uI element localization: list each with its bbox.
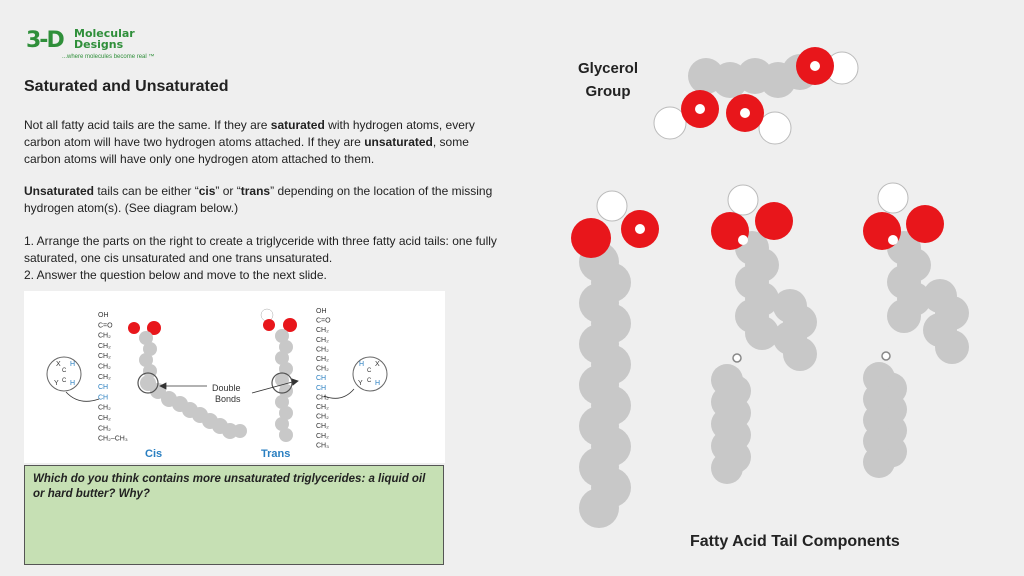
logo-name: Molecular Designs [74, 28, 135, 50]
glycerol-group-piece[interactable] [653, 47, 859, 145]
double-bonds-label-line1: Double [212, 383, 241, 393]
svg-text:C: C [62, 378, 67, 384]
carbon-atom [579, 488, 619, 528]
formula-line: C=O [316, 318, 331, 325]
carbon-atom [887, 299, 921, 333]
trans-zoom-inset: H X C C Y H [323, 356, 388, 399]
bold-trans: trans [240, 184, 271, 198]
formula-line: CH₂ [316, 346, 329, 353]
paragraph-cis-trans: Unsaturated tails can be either “cis” or… [24, 183, 504, 217]
formula-line: CH₂ [316, 356, 329, 363]
text-run: ” or “ [215, 184, 241, 198]
formula-line: CH₂ [98, 333, 111, 340]
formula-line: CH₂ [316, 404, 329, 411]
bold-unsaturated: unsaturated [364, 135, 433, 149]
logo-tagline: ...where molecules become real ™ [62, 54, 155, 60]
formula-line: CH₂ [316, 327, 329, 334]
text-run: tails can be either “ [94, 184, 199, 198]
formula-line: CH₂ [98, 405, 111, 412]
svg-text:Y: Y [358, 380, 363, 387]
paragraph-instructions: 1. Arrange the parts on the right to cre… [24, 233, 504, 284]
trans-molecule-model [260, 308, 297, 442]
cis-label: Cis [145, 448, 162, 460]
cis-zoom-inset: X H C C Y H [46, 356, 100, 402]
cis-molecule-model [128, 321, 247, 439]
glycerol-label-line2: Group [585, 83, 631, 100]
cis-trans-diagram: OHC=OCH₂CH₂CH₂CH₂CH₂CHCHCH₂CH₂CH₂CH₂–CH₃… [46, 308, 388, 460]
glycerol-group-label: Glycerol Group [568, 57, 648, 103]
unsaturated-tail-piece-1[interactable] [711, 184, 817, 371]
formula-line: CH₂ [98, 343, 111, 350]
bold-unsaturated: Unsaturated [24, 184, 95, 198]
carbon-atom [745, 316, 779, 350]
formula-line: CH₂ [316, 337, 329, 344]
double-bond-arrows [159, 378, 299, 394]
formula-line: CH [98, 394, 108, 401]
short-tail-piece-1[interactable] [711, 353, 751, 484]
trans-formula: OH C=O CH₂ CH₂ CH₂ CH₂ CH₂ CH CH CH₂ CH₂ CH₂ CH₂ CH₂ C… [316, 308, 331, 449]
formula-line: OH [98, 312, 109, 319]
slide-title: Saturated and Unsaturated [24, 78, 229, 95]
bold-saturated: saturated [270, 118, 325, 132]
paragraph-saturated: Not all fatty acid tails are the same. I… [24, 117, 504, 168]
instruction-step-2: 2. Answer the question below and move to… [24, 268, 327, 282]
company-logo: 3-D Molecular Designs ...where molecules… [26, 26, 156, 66]
logo-name-line1: Molecular [74, 27, 135, 40]
formula-line: CH₂ [98, 425, 111, 432]
formula-line: CH₂ [98, 415, 111, 422]
formula-line: C=O [98, 322, 113, 329]
fatty-acid-tail-components-label: Fatty Acid Tail Components [690, 533, 900, 550]
svg-text:C: C [62, 368, 67, 374]
formula-line: CH₂–CH₃ [98, 436, 128, 443]
question-text: Which do you think contains more unsatur… [33, 473, 426, 500]
formula-line: CH₂ [316, 423, 329, 430]
formula-line: CH₂ [98, 353, 111, 360]
double-bonds-label-line2: Bonds [215, 394, 241, 404]
formula-line: CH₂ [316, 394, 329, 401]
svg-text:X: X [56, 361, 61, 368]
text-run: , some carbon atoms will have only one h… [24, 135, 469, 166]
unsaturated-tail-piece-2[interactable] [863, 182, 969, 364]
glycerol-label-line1: Glycerol [577, 60, 639, 77]
bold-cis: cis [198, 184, 216, 198]
text-run: Not all fatty acid tails are the same. I… [24, 118, 271, 132]
instruction-step-1: 1. Arrange the parts on the right to cre… [24, 234, 497, 265]
formula-line: CH [98, 384, 108, 391]
svg-text:H: H [70, 361, 75, 368]
carbon-atom [783, 337, 817, 371]
formula-line: CH [316, 375, 326, 382]
text-run: ” depending on the location of the missi… [24, 184, 493, 215]
cis-formula: OH C=O CH₂ CH₂ CH₂ CH₂ CH₂ CH CH CH₂ CH₂ CH₂ CH₂–CH₃ [98, 312, 128, 443]
logo-name-line2: Designs [74, 38, 124, 51]
formula-line: CH [316, 385, 326, 392]
logo-mark: 3-D [26, 28, 65, 53]
formula-line: CH₂ [316, 414, 329, 421]
answer-box[interactable]: Which do you think contains more unsatur… [24, 465, 444, 565]
carbon-atom [863, 446, 895, 478]
saturated-tail-piece[interactable] [571, 190, 659, 528]
svg-text:C: C [367, 368, 372, 374]
formula-line: CH₂ [316, 433, 329, 440]
svg-text:Y: Y [54, 380, 59, 387]
text-run: with hydrogen atoms, every carbon atom w… [24, 118, 475, 149]
trans-label: Trans [261, 448, 290, 460]
short-tail-piece-2[interactable] [863, 351, 907, 478]
svg-text:H: H [359, 361, 364, 368]
svg-text:C: C [367, 378, 372, 384]
carbon-atom [935, 330, 969, 364]
svg-text:H: H [70, 380, 75, 387]
formula-line: OH [316, 308, 327, 315]
svg-text:X: X [375, 361, 380, 368]
carbon-atom [711, 452, 743, 484]
formula-line: CH₂ [98, 374, 111, 381]
formula-line: CH₃ [316, 442, 329, 449]
svg-text:H: H [375, 380, 380, 387]
formula-line: CH₂ [98, 364, 111, 371]
formula-line: CH₂ [316, 366, 329, 373]
